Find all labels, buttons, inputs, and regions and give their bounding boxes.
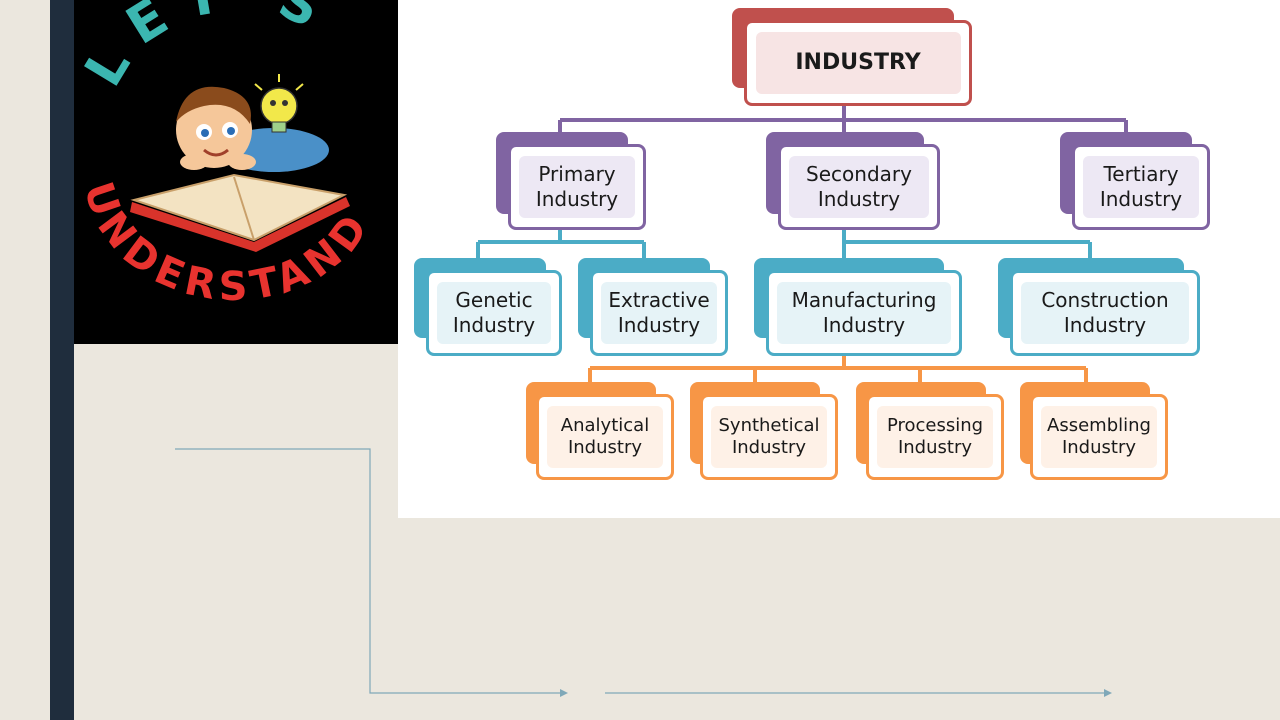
- node-primary-industry: Primary Industry: [496, 132, 646, 232]
- node-synthetical-line2: Industry: [731, 437, 807, 458]
- logo-top-text: LET'S: [74, 0, 345, 97]
- node-extractive-industry: Extractive Industry: [578, 258, 728, 358]
- book-icon: [130, 173, 350, 252]
- industry-classification-diagram: INDUSTRY Primary Industry Secondary Indu…: [398, 0, 1280, 518]
- node-extractive-line2: Industry: [617, 313, 701, 337]
- arrow-head-icon: [1104, 689, 1112, 697]
- node-analytical-industry: Analytical Industry: [526, 382, 676, 482]
- node-manufacturing-line2: Industry: [822, 313, 906, 337]
- node-extractive-line1: Extractive: [608, 288, 710, 312]
- node-construction-line2: Industry: [1063, 313, 1147, 337]
- arrow-head-icon: [560, 689, 568, 697]
- node-industry: INDUSTRY: [732, 8, 972, 108]
- connector-lines: [476, 100, 1128, 384]
- node-genetic-line2: Industry: [452, 313, 536, 337]
- node-tertiary-industry: Tertiary Industry: [1060, 132, 1210, 232]
- child-reading-icon: [176, 86, 329, 172]
- node-processing-line2: Industry: [897, 437, 973, 458]
- node-tertiary-line2: Industry: [1099, 187, 1183, 211]
- logo-artwork: LET'S UNDERSTAND: [74, 0, 375, 310]
- node-manufacturing-line1: Manufacturing: [791, 288, 937, 312]
- node-secondary-industry: Secondary Industry: [766, 132, 942, 232]
- node-genetic-industry: Genetic Industry: [414, 258, 564, 358]
- node-analytical-line2: Industry: [567, 437, 643, 458]
- node-assembling-industry: Assembling Industry: [1020, 382, 1170, 482]
- node-processing-industry: Processing Industry: [856, 382, 1006, 482]
- node-synthetical-industry: Synthetical Industry: [690, 382, 840, 482]
- node-construction-line1: Construction: [1041, 288, 1169, 312]
- node-industry-label: INDUSTRY: [755, 32, 961, 94]
- node-secondary-line1: Secondary: [806, 162, 912, 186]
- lightbulb-icon: [254, 74, 304, 133]
- node-secondary-line2: Industry: [817, 187, 901, 211]
- left-accent-bar: [50, 0, 74, 720]
- node-assembling-line1: Assembling: [1047, 414, 1151, 436]
- node-primary-line2: Industry: [535, 187, 619, 211]
- node-manufacturing-industry: Manufacturing Industry: [754, 258, 962, 358]
- node-genetic-line1: Genetic: [455, 288, 533, 312]
- node-assembling-line2: Industry: [1061, 437, 1137, 458]
- node-processing-line1: Processing: [886, 414, 984, 436]
- node-tertiary-line1: Tertiary: [1103, 162, 1179, 186]
- lets-understand-logo: LET'S UNDERSTAND: [74, 0, 398, 344]
- node-primary-line1: Primary: [538, 162, 616, 186]
- node-analytical-line1: Analytical: [560, 414, 650, 436]
- node-synthetical-line1: Synthetical: [718, 414, 820, 436]
- node-construction-industry: Construction Industry: [998, 258, 1202, 358]
